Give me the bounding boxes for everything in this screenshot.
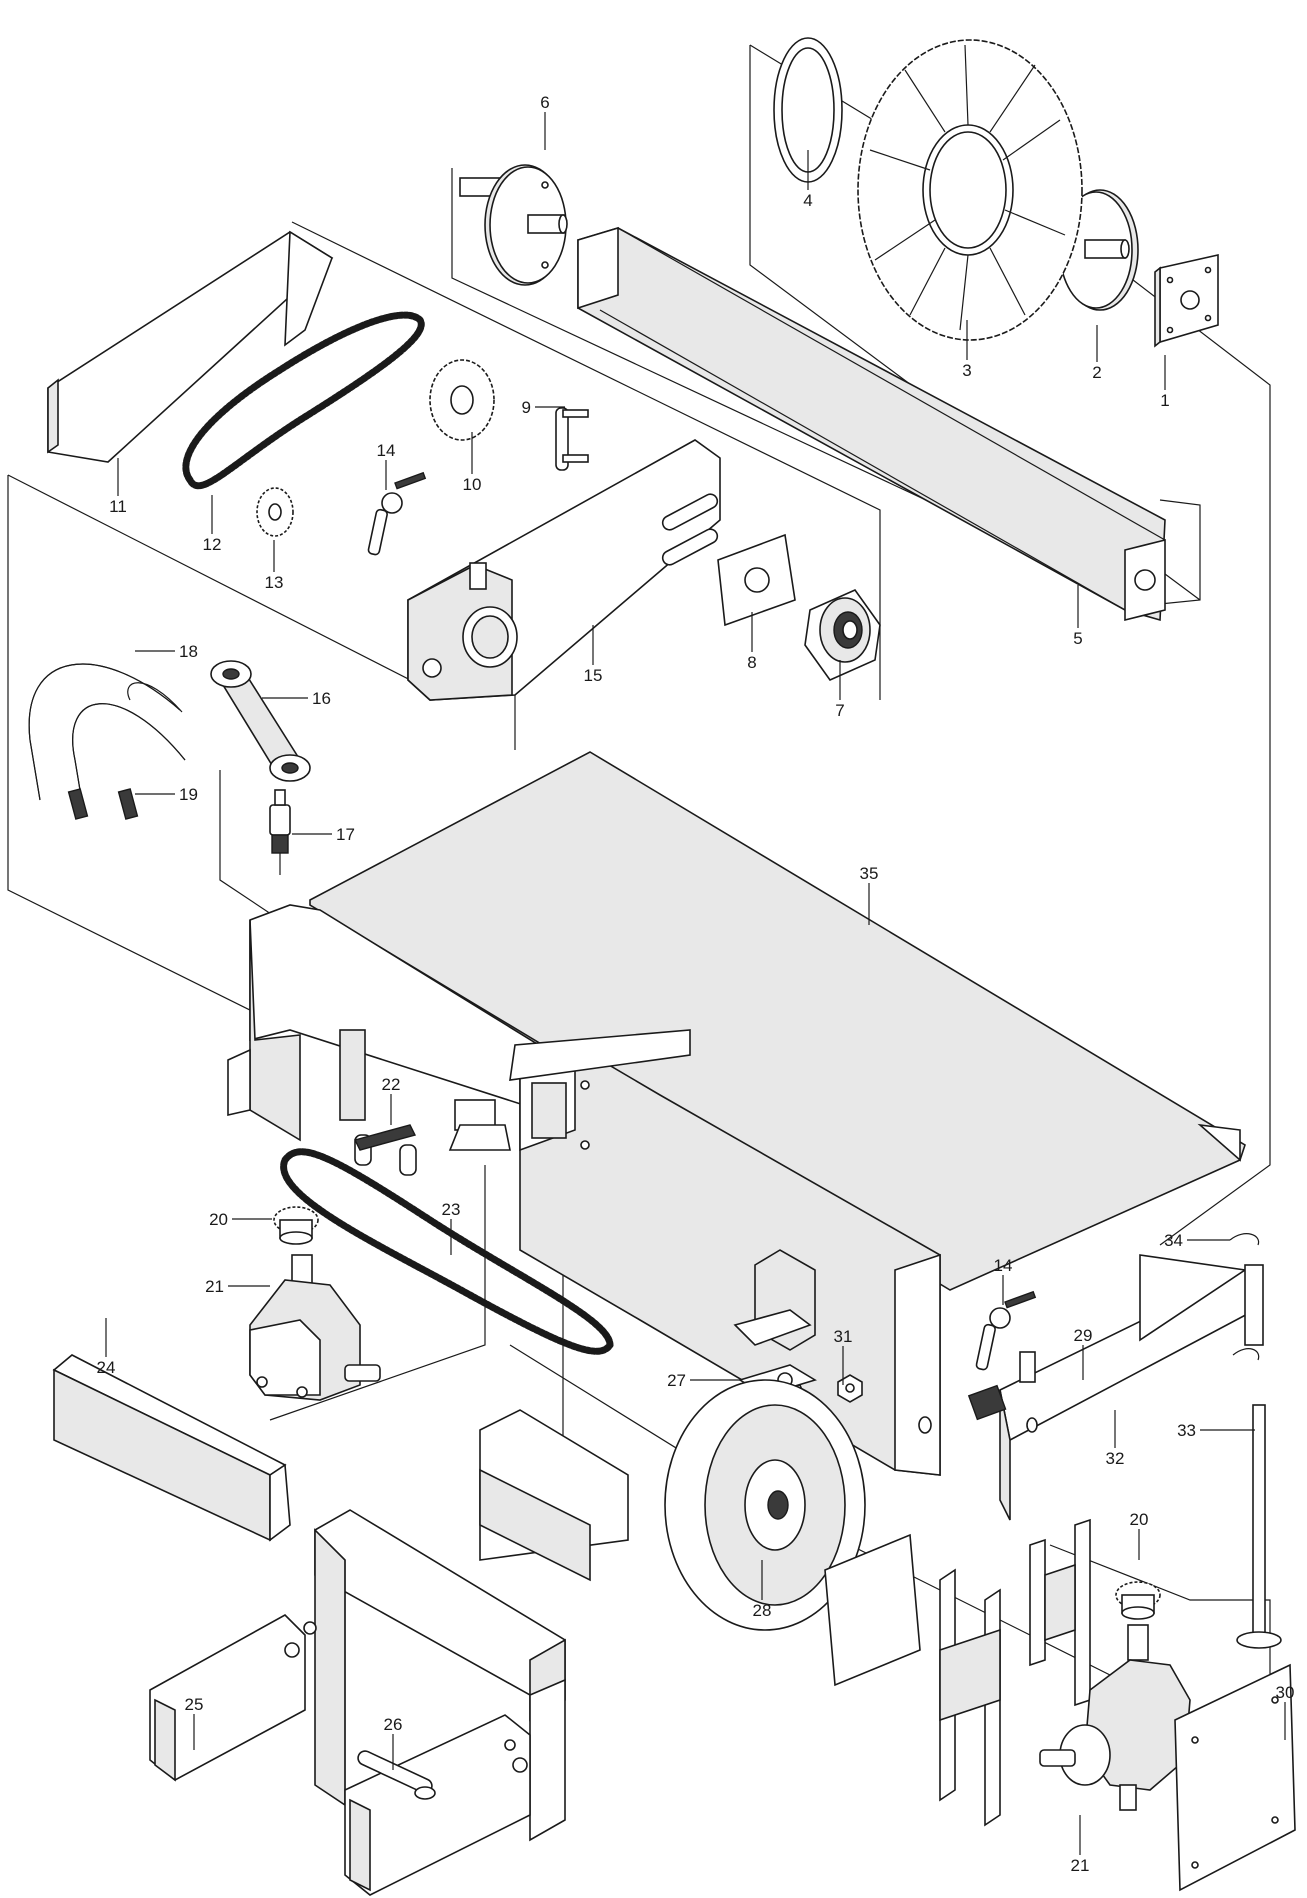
callout-label-10: 10	[463, 475, 482, 494]
callout-label-9: 9	[522, 398, 531, 417]
callout-label-23: 23	[442, 1200, 461, 1219]
hose-fittings-part-19	[67, 788, 139, 820]
callout-label-25: 25	[185, 1695, 204, 1714]
gasket-plate-part-8	[717, 533, 796, 627]
hydraulic-fitting-part-17	[269, 789, 291, 875]
callout-label-14: 14	[377, 441, 396, 460]
group-outline-left-frame	[7, 475, 271, 1021]
callout-label-28: 28	[753, 1601, 772, 1620]
callout-label-20: 20	[1130, 1510, 1149, 1529]
brush-hood-part-35	[309, 751, 1246, 1291]
callout-label-1: 1	[1160, 391, 1169, 410]
callout-label-5: 5	[1073, 629, 1082, 648]
spring-clip-part-34	[1229, 1233, 1260, 1361]
callout-label-16: 16	[312, 689, 331, 708]
clamp-handle-part-14-upper	[367, 471, 427, 556]
callout-label-11: 11	[109, 497, 127, 516]
side-arm-part-32	[967, 1254, 1264, 1521]
callout-label-13: 13	[265, 573, 284, 592]
callout-label-24: 24	[97, 1358, 116, 1377]
castor-wheel-part-28	[664, 1379, 866, 1631]
parking-stand-part-33	[1236, 1404, 1282, 1649]
callout-label-14: 14	[994, 1256, 1013, 1275]
roller-chain-part-12	[182, 311, 425, 490]
callout-label-27: 27	[667, 1371, 686, 1390]
group-outline-lower-left	[269, 1165, 486, 1421]
callout-label-21: 21	[1071, 1856, 1090, 1875]
clamp-handle-part-14-lower	[975, 1290, 1037, 1371]
part-callouts: 1234567891011121314151617181920212223242…	[97, 93, 1295, 1875]
callout-label-20: 20	[209, 1210, 228, 1229]
callout-label-8: 8	[747, 653, 756, 672]
hitch-pin-part-26	[357, 1750, 436, 1800]
pivot-bracket-part-22	[353, 1099, 511, 1176]
callout-label-2: 2	[1092, 363, 1101, 382]
mounting-plate-part-1	[1154, 254, 1219, 348]
brush-disc-part-3	[857, 39, 1083, 341]
small-sprocket-part-13	[256, 487, 294, 537]
group-outline-shaft-housing	[451, 168, 1201, 606]
hydraulic-motor-part-16	[210, 660, 311, 782]
callout-label-29: 29	[1074, 1326, 1093, 1345]
callout-label-30: 30	[1276, 1683, 1295, 1702]
hydraulic-hoses-part-18	[28, 663, 186, 801]
nut-part-31	[837, 1374, 863, 1403]
gearbox-part-21-lower	[1039, 1624, 1191, 1811]
roller-chain-part-23	[280, 1148, 614, 1355]
callout-label-6: 6	[540, 93, 549, 112]
callout-label-15: 15	[584, 666, 603, 685]
sprocket-part-10	[429, 359, 495, 441]
lower-frame	[314, 1409, 629, 1842]
gearbox-part-21-upper	[249, 1254, 381, 1401]
callout-label-31: 31	[834, 1327, 853, 1346]
callout-label-19: 19	[179, 785, 198, 804]
flange-disc-part-6	[459, 164, 568, 286]
callout-label-17: 17	[336, 825, 355, 844]
end-plate-part-30	[1174, 1663, 1296, 1892]
callout-label-26: 26	[384, 1715, 403, 1734]
flange-bearing-part-7	[804, 589, 881, 681]
bracket-pin-part-9	[555, 407, 589, 471]
callout-label-21: 21	[205, 1277, 224, 1296]
hitch-bracket-part-25	[149, 1614, 531, 1896]
callout-label-18: 18	[179, 642, 198, 661]
shaft-tube-part-5	[577, 226, 1166, 622]
group-outline-drive-housing	[291, 221, 881, 700]
callout-label-7: 7	[835, 701, 844, 720]
callout-label-34: 34	[1164, 1231, 1183, 1250]
callout-label-12: 12	[203, 535, 222, 554]
angle-bar-part-24	[52, 1354, 291, 1542]
mounting-plates-part-29	[824, 1518, 1091, 1827]
callout-label-35: 35	[860, 864, 879, 883]
callout-label-33: 33	[1177, 1421, 1196, 1440]
main-frame	[227, 904, 941, 1476]
callout-label-22: 22	[382, 1075, 401, 1094]
callout-label-32: 32	[1106, 1449, 1125, 1468]
sprocket-part-20-lower	[1115, 1581, 1161, 1620]
cover-plate-part-11	[47, 230, 334, 463]
drive-housing-part-15	[407, 439, 721, 701]
sprocket-part-20-upper	[273, 1206, 319, 1245]
callout-label-3: 3	[962, 361, 971, 380]
callout-label-4: 4	[803, 191, 812, 210]
ring-part-4	[773, 37, 843, 183]
